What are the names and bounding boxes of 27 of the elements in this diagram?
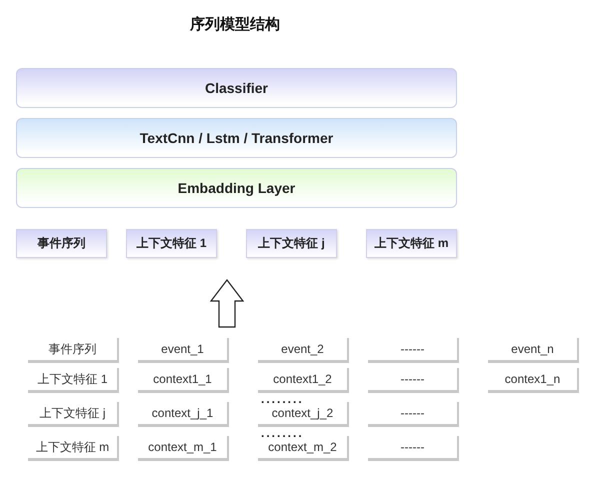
table-cell: context_m_1 bbox=[138, 436, 229, 461]
layer-box: Classifier bbox=[16, 68, 457, 108]
table-cell: event_n bbox=[488, 338, 579, 363]
feature-box: 上下文特征 j bbox=[246, 229, 337, 258]
ellipsis-dots: ........ bbox=[261, 395, 304, 403]
table-cell: ------ bbox=[368, 402, 459, 427]
table-cell: ------ bbox=[368, 436, 459, 461]
table-cell: 上下文特征 j bbox=[28, 402, 119, 427]
table-cell: context_j_1 bbox=[138, 402, 229, 427]
table-cell: contex1_n bbox=[488, 368, 579, 393]
table-cell: context1_2 bbox=[258, 368, 349, 393]
diagram-title: 序列模型结构 bbox=[188, 15, 281, 34]
feature-box: 上下文特征 1 bbox=[126, 229, 217, 258]
table-cell: ------ bbox=[368, 338, 459, 363]
table-cell: context1_1 bbox=[138, 368, 229, 393]
table-cell: 上下文特征 m bbox=[28, 436, 119, 461]
block-arrow bbox=[210, 279, 244, 328]
table-cell: ------ bbox=[368, 368, 459, 393]
table-cell: 事件序列 bbox=[28, 338, 119, 363]
table-cell: event_2 bbox=[258, 338, 349, 363]
table-cell: 上下文特征 1 bbox=[28, 368, 119, 393]
layer-box: TextCnn / Lstm / Transformer bbox=[16, 118, 457, 158]
feature-box: 上下文特征 m bbox=[366, 229, 457, 258]
table-cell: event_1 bbox=[138, 338, 229, 363]
layer-box: Embadding Layer bbox=[16, 168, 457, 208]
ellipsis-dots: ........ bbox=[261, 429, 304, 437]
feature-box: 事件序列 bbox=[16, 229, 107, 258]
